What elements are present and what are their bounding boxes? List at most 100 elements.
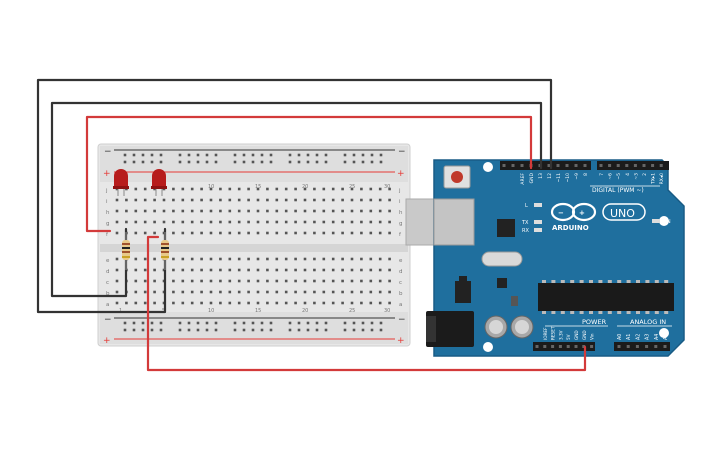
rail-hole[interactable] bbox=[150, 160, 154, 164]
breadboard-hole[interactable] bbox=[153, 290, 156, 294]
breadboard-hole[interactable] bbox=[162, 209, 166, 213]
breadboard-hole[interactable] bbox=[303, 268, 307, 272]
breadboard-hole[interactable] bbox=[219, 268, 222, 272]
breadboard-hole[interactable] bbox=[237, 198, 241, 202]
rail-hole[interactable] bbox=[159, 153, 163, 157]
breadboard-hole[interactable] bbox=[284, 209, 288, 213]
header-pin[interactable] bbox=[574, 345, 578, 348]
breadboard-hole[interactable] bbox=[228, 220, 232, 224]
breadboard-hole[interactable] bbox=[360, 220, 363, 224]
breadboard-hole[interactable] bbox=[115, 290, 119, 294]
breadboard-hole[interactable] bbox=[209, 290, 213, 294]
breadboard-hole[interactable] bbox=[322, 257, 326, 261]
rail-hole[interactable] bbox=[159, 160, 163, 164]
led-1[interactable] bbox=[113, 169, 129, 196]
header-pin[interactable] bbox=[626, 345, 630, 348]
breadboard-hole[interactable] bbox=[153, 268, 156, 272]
rail-hole[interactable] bbox=[269, 328, 273, 332]
header-pin[interactable] bbox=[582, 345, 586, 348]
breadboard-hole[interactable] bbox=[200, 301, 203, 305]
rail-hole[interactable] bbox=[288, 153, 292, 157]
breadboard-hole[interactable] bbox=[237, 290, 241, 294]
breadboard-hole[interactable] bbox=[190, 268, 194, 272]
breadboard-hole[interactable] bbox=[350, 209, 354, 213]
breadboard-hole[interactable] bbox=[322, 301, 326, 305]
breadboard-hole[interactable] bbox=[153, 198, 156, 202]
breadboard-hole[interactable] bbox=[256, 290, 260, 294]
header-pin[interactable] bbox=[617, 345, 621, 348]
breadboard-hole[interactable] bbox=[266, 220, 269, 224]
rail-hole[interactable] bbox=[178, 160, 182, 164]
breadboard-hole[interactable] bbox=[219, 279, 222, 283]
breadboard-hole[interactable] bbox=[256, 209, 260, 213]
breadboard-hole[interactable] bbox=[322, 220, 326, 224]
header-pin[interactable] bbox=[625, 164, 629, 167]
breadboard-hole[interactable] bbox=[200, 290, 203, 294]
breadboard-hole[interactable] bbox=[322, 209, 326, 213]
breadboard-hole[interactable] bbox=[219, 187, 222, 191]
breadboard-hole[interactable] bbox=[369, 301, 373, 305]
breadboard-hole[interactable] bbox=[256, 187, 260, 191]
breadboard-hole[interactable] bbox=[378, 279, 382, 283]
breadboard-hole[interactable] bbox=[294, 209, 297, 213]
rail-hole[interactable] bbox=[269, 160, 273, 164]
breadboard-hole[interactable] bbox=[378, 268, 382, 272]
rail-hole[interactable] bbox=[297, 321, 301, 325]
rail-hole[interactable] bbox=[214, 328, 218, 332]
breadboard-hole[interactable] bbox=[162, 220, 166, 224]
breadboard-hole[interactable] bbox=[256, 257, 260, 261]
rail-hole[interactable] bbox=[288, 321, 292, 325]
breadboard-hole[interactable] bbox=[369, 220, 373, 224]
breadboard-hole[interactable] bbox=[322, 279, 326, 283]
wire-black-inner[interactable] bbox=[50, 101, 543, 298]
breadboard-hole[interactable] bbox=[181, 209, 185, 213]
breadboard-hole[interactable] bbox=[247, 231, 250, 235]
breadboard-hole[interactable] bbox=[125, 198, 128, 202]
breadboard-hole[interactable] bbox=[388, 290, 391, 294]
header-pin[interactable] bbox=[616, 164, 620, 167]
breadboard-hole[interactable] bbox=[209, 268, 213, 272]
breadboard-hole[interactable] bbox=[313, 290, 316, 294]
breadboard-hole[interactable] bbox=[284, 220, 288, 224]
header-pin[interactable] bbox=[566, 345, 570, 348]
breadboard-hole[interactable] bbox=[350, 187, 354, 191]
breadboard-hole[interactable] bbox=[369, 268, 373, 272]
rail-hole[interactable] bbox=[178, 153, 182, 157]
breadboard-hole[interactable] bbox=[237, 187, 241, 191]
header-pin[interactable] bbox=[556, 164, 560, 167]
header-pin[interactable] bbox=[535, 345, 539, 348]
rail-hole[interactable] bbox=[260, 321, 264, 325]
breadboard-hole[interactable] bbox=[378, 209, 382, 213]
rail-hole[interactable] bbox=[141, 153, 145, 157]
breadboard-hole[interactable] bbox=[153, 301, 156, 305]
rail-hole[interactable] bbox=[352, 153, 356, 157]
header-pin[interactable] bbox=[543, 345, 547, 348]
header-pin[interactable] bbox=[651, 164, 655, 167]
breadboard-hole[interactable] bbox=[322, 198, 326, 202]
breadboard-hole[interactable] bbox=[388, 257, 391, 261]
rail-hole[interactable] bbox=[297, 153, 301, 157]
breadboard-hole[interactable] bbox=[200, 268, 203, 272]
rail-hole[interactable] bbox=[150, 321, 154, 325]
rail-hole[interactable] bbox=[260, 160, 264, 164]
breadboard-hole[interactable] bbox=[115, 257, 119, 261]
breadboard-hole[interactable] bbox=[143, 290, 147, 294]
breadboard-hole[interactable] bbox=[228, 231, 232, 235]
breadboard-hole[interactable] bbox=[190, 279, 194, 283]
rail-hole[interactable] bbox=[315, 321, 319, 325]
breadboard-hole[interactable] bbox=[341, 257, 344, 261]
breadboard-hole[interactable] bbox=[378, 220, 382, 224]
breadboard-hole[interactable] bbox=[303, 220, 307, 224]
breadboard-hole[interactable] bbox=[284, 301, 288, 305]
rail-hole[interactable] bbox=[370, 328, 374, 332]
breadboard-hole[interactable] bbox=[341, 220, 344, 224]
rail-hole[interactable] bbox=[178, 328, 182, 332]
breadboard-hole[interactable] bbox=[228, 187, 232, 191]
rail-hole[interactable] bbox=[352, 160, 356, 164]
rail-hole[interactable] bbox=[196, 160, 200, 164]
breadboard-hole[interactable] bbox=[143, 231, 147, 235]
breadboard-hole[interactable] bbox=[350, 231, 354, 235]
breadboard-hole[interactable] bbox=[134, 198, 138, 202]
breadboard-hole[interactable] bbox=[209, 220, 213, 224]
breadboard-hole[interactable] bbox=[388, 279, 391, 283]
